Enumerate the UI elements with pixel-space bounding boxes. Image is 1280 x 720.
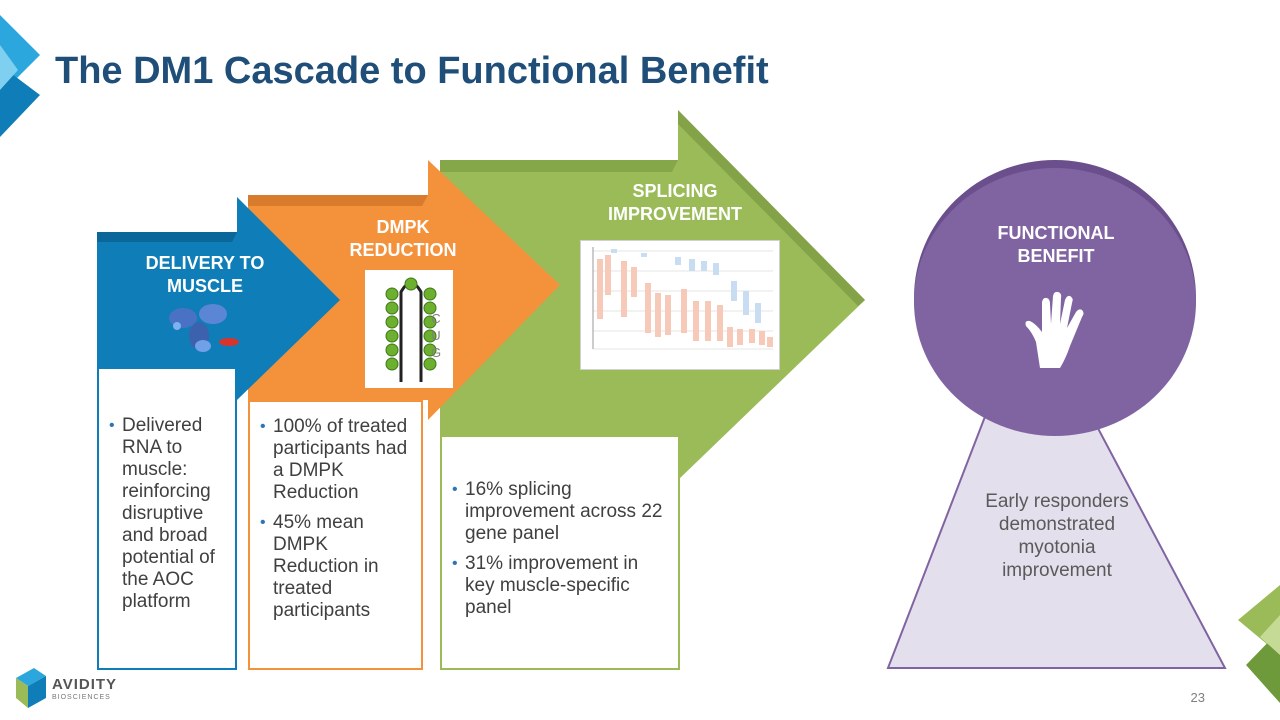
delivery-arrow (97, 197, 340, 400)
logo-subtitle: BIOSCIENCES (52, 694, 111, 701)
functional-label: FUNCTIONAL BENEFIT (997, 223, 1115, 266)
dmpk-details-box: 100% of treated participants had a DMPK … (248, 400, 423, 670)
hand-icon (1025, 291, 1084, 368)
functional-pedestal (886, 297, 1227, 669)
dmpk-bullet-2: 45% mean DMPK Reduction in treated parti… (258, 512, 413, 622)
functional-benefit-text: Early responders demonstrated myotonia i… (985, 491, 1129, 581)
page-number: 23 (1190, 690, 1205, 705)
splicing-details-box: 16% splicing improvement across 22 gene … (440, 435, 680, 670)
dmpk-bullet-1: 100% of treated participants had a DMPK … (258, 416, 413, 504)
antibody-conjugate-image (169, 304, 239, 352)
rna-hairpin-image: C U G (365, 270, 453, 388)
logo-wordmark: AVIDITY (52, 676, 118, 693)
hairpin-letter-u: U (431, 328, 441, 343)
delivery-details-box: Delivered RNA to muscle: reinforcing dis… (97, 367, 237, 670)
splicing-bullet-1: 16% splicing improvement across 22 gene … (450, 479, 668, 545)
hairpin-letter-g: G (430, 345, 442, 360)
slide-title: The DM1 Cascade to Functional Benefit (55, 50, 769, 92)
corner-decoration-top-left (0, 15, 40, 137)
dmpk-label: DMPK REDUCTION (349, 217, 457, 260)
splicing-chart-thumbnail (580, 240, 780, 370)
delivery-label: DELIVERY TO MUSCLE (145, 253, 265, 296)
avidity-logo-mark (16, 668, 46, 708)
avidity-logo: AVIDITY BIOSCIENCES (14, 668, 134, 714)
corner-decoration-bottom-right (1238, 585, 1280, 703)
splicing-label: SPLICING IMPROVEMENT (607, 181, 742, 224)
hairpin-letter-c: C (431, 311, 441, 326)
splicing-bullet-2: 31% improvement in key muscle-specific p… (450, 553, 668, 619)
delivery-bullet-1: Delivered RNA to muscle: reinforcing dis… (107, 415, 227, 613)
